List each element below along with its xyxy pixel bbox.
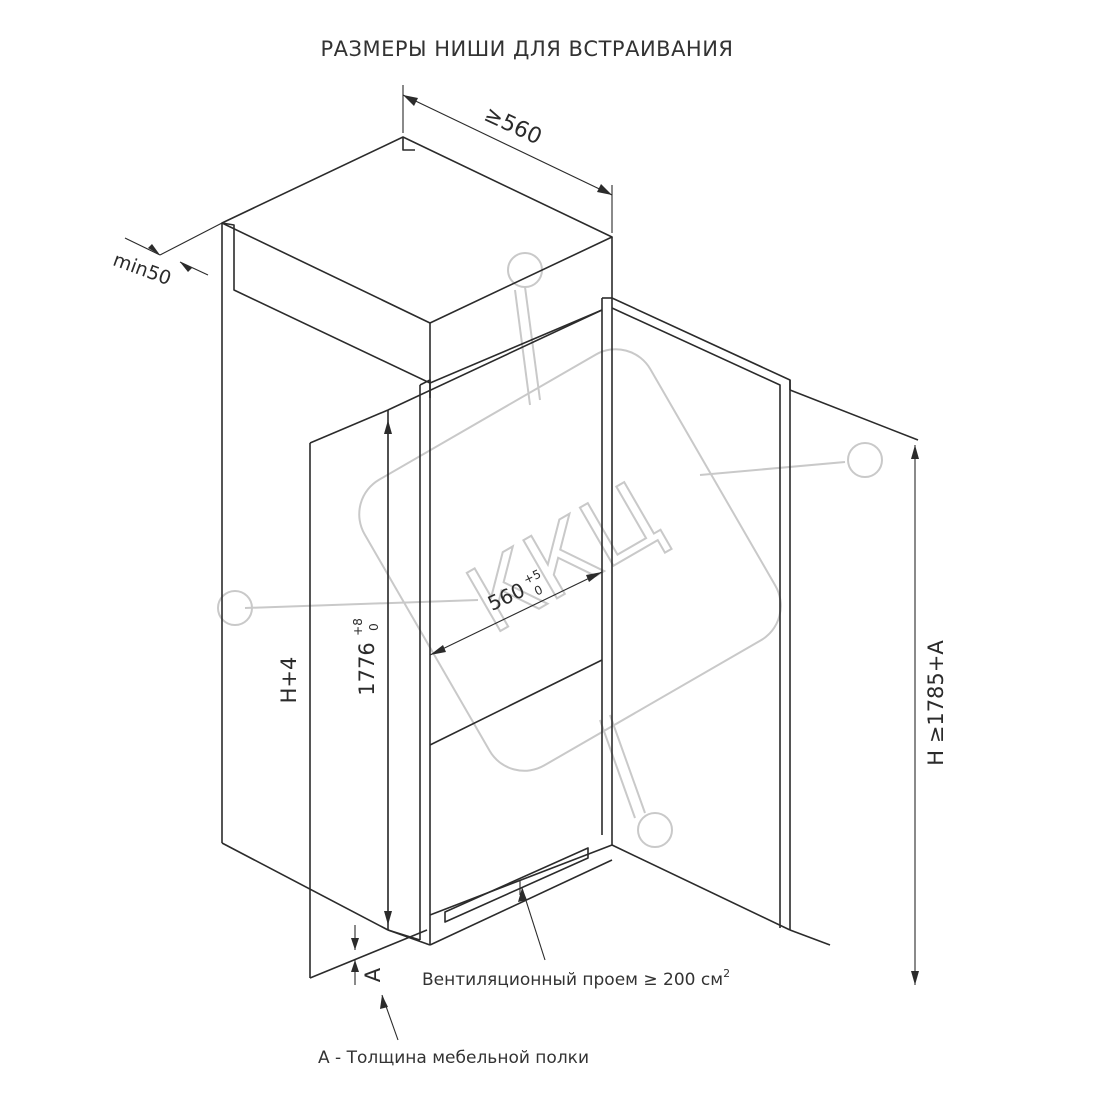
- dim-width-tol-upper: +5: [521, 567, 543, 587]
- dim-height-label: 1776: [355, 642, 379, 695]
- appliance-body: [387, 297, 613, 946]
- dim-h-total-label: H ≥1785+A: [924, 640, 948, 766]
- diagram-title: РАЗМЕРЫ НИШИ ДЛЯ ВСТРАИВАНИЯ: [320, 37, 733, 61]
- a-description-note: A - Толщина мебельной полки: [318, 1048, 589, 1068]
- dim-height: 1776 +8 0: [351, 420, 392, 925]
- dim-a-label: A: [361, 967, 385, 982]
- dim-gap: min50: [110, 222, 223, 290]
- open-door: [611, 297, 919, 946]
- niche-frame: [309, 309, 603, 979]
- dim-depth-label: ≥560: [480, 102, 545, 150]
- dim-a: A: [351, 925, 385, 985]
- dim-depth: ≥560: [402, 85, 613, 233]
- dim-h-plus-label: H+4: [277, 657, 301, 704]
- dim-height-tol-upper: +8: [351, 618, 365, 636]
- left-side-panel: [221, 222, 431, 931]
- dim-gap-label: min50: [110, 249, 174, 290]
- ventilation-note: Вентиляционный проем ≥ 200 см2: [422, 967, 730, 990]
- leader-a: [380, 994, 399, 1041]
- dim-height-tol-lower: 0: [367, 623, 381, 631]
- leader-ventilation: [518, 887, 546, 961]
- watermark-text: ККЦ: [450, 461, 678, 655]
- watermark-logo: ККЦ: [217, 252, 883, 848]
- upper-cabinet: [221, 136, 613, 398]
- dim-h-plus: H+4: [277, 657, 301, 704]
- dim-h-total: H ≥1785+A: [911, 445, 948, 985]
